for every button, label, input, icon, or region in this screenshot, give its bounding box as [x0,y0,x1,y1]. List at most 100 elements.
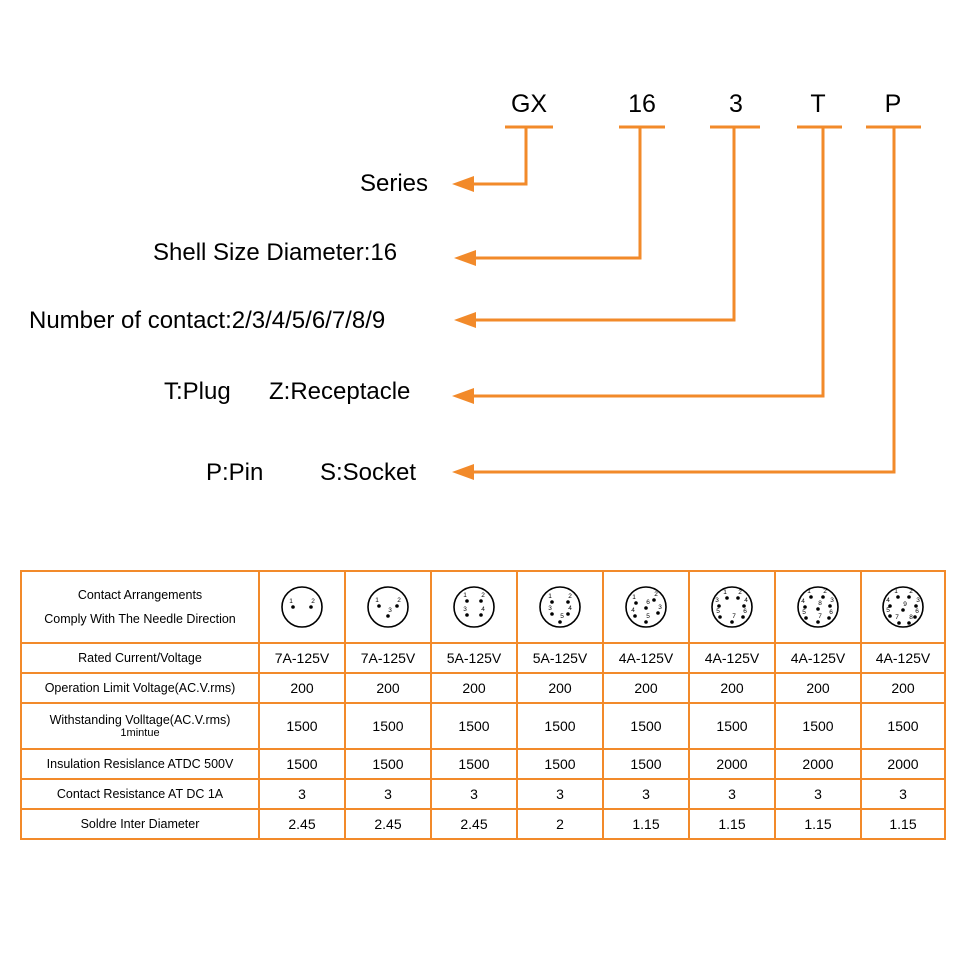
table-cell: 1500 [430,702,518,750]
table-cell: 200 [860,672,946,705]
table-cell: 200 [344,672,432,705]
pin-number: 9 [903,601,907,608]
wire-series [470,127,528,186]
pin-number: 5 [560,613,564,620]
table-cell: 7A-125V [258,641,346,675]
pin-dot [741,615,745,619]
row-label: Operation Limit Voltage(AC.V.rms) [20,672,260,705]
pin-number: 3 [463,606,467,613]
table-cell: 4A-125V [774,641,862,675]
pin-dot [804,616,808,620]
pin-dot [896,595,900,599]
table-cell: 4A-125V [688,641,776,675]
header-line-1: Contact Arrangements [77,587,203,602]
table-cell: 200 [774,672,862,705]
part-number-diagram: GX 16 3 T P Series Shell Size Diameter:1… [29,90,921,486]
table-cell: 3 [430,777,518,810]
label-pin: P:Pin [206,459,263,486]
pin-number: 1 [723,589,727,596]
table-cell: 2000 [774,747,862,780]
pin-dot [550,612,554,616]
table-cell: 200 [602,672,690,705]
table-cell: 1.15 [602,807,690,841]
pin-dot [550,600,554,604]
pin-number: 4 [631,607,635,614]
wire-contacts [472,127,736,322]
label-number-of-contacts: Number of contact:2/3/4/5/6/7/8/9 [29,307,385,334]
pin-dot [888,614,892,618]
arrowhead-series [452,176,474,192]
table-cell: 1500 [516,702,604,750]
pin-dot [914,604,918,608]
table-cell: 3 [344,777,432,810]
table-cell: 2000 [688,747,776,780]
row-label: Rated Current/Voltage [20,641,260,675]
pin-dot [827,616,831,620]
table-cell: 1500 [344,747,432,780]
pin-dot [725,596,729,600]
pin-dot [291,605,295,609]
table-cell: 3 [860,777,946,810]
code-size: 16 [628,90,656,118]
pin-dot [634,601,638,605]
pin-number: 3 [916,597,920,604]
code-gx: GX [511,90,547,118]
pin-number: 3 [658,604,662,611]
pin-number: 4 [886,597,890,604]
pin-number: 2 [568,593,572,600]
pin-dot [386,614,390,618]
pin-number: 1 [632,594,636,601]
label-series: Series [360,170,428,197]
table-cell: 2000 [860,747,946,780]
table-cell: 1500 [774,702,862,750]
pin-number: 4 [481,606,485,613]
pin-number: 2 [654,591,658,598]
pin-number: 2 [823,588,827,595]
pin-dot [907,621,911,625]
table-cell: 1500 [258,702,346,750]
pin-number: 7 [818,613,822,620]
pin-number: 3 [715,597,719,604]
pin-number: 8 [818,600,822,607]
label-shell-size: Shell Size Diameter:16 [153,239,397,266]
table-cell: 200 [430,672,518,705]
row-label: Insulation Resislance ATDC 500V [20,747,260,780]
pin-number: 1 [375,597,379,604]
table-cell: 3 [688,777,776,810]
pin-number: 2 [311,598,315,605]
pin-number: 1 [289,598,293,605]
table-cell: 200 [258,672,346,705]
pin-dot [395,604,399,608]
table-cell: 200 [688,672,776,705]
pin-number: 4 [744,597,748,604]
pin-dot [730,620,734,624]
table-cell: 4A-125V [602,641,690,675]
pin-number: 2 [909,588,913,595]
pin-dot [633,614,637,618]
pin-dot [803,605,807,609]
row-label-line-1: Withstanding Volltage(AC.V.rms) [49,713,231,728]
connector-outline [539,586,581,628]
table-cell: 5A-125V [516,641,604,675]
connector-outline [453,586,495,628]
table-cell: 5A-125V [430,641,518,675]
table-cell: 3 [516,777,604,810]
wire-shell [472,127,642,260]
pin-dot [656,611,660,615]
